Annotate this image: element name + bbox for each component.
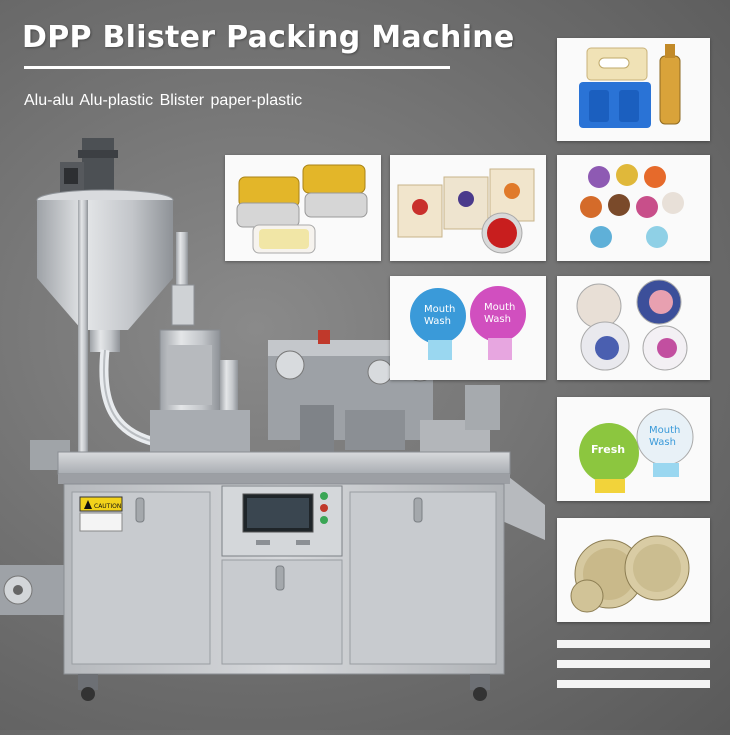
mouthwash-lid-cups-sample: Mouth Wash Fresh bbox=[557, 397, 710, 501]
caution-label: CAUTION bbox=[94, 503, 121, 510]
mouthwash-cups-sample: Mouth Wash Mouth Wash bbox=[390, 276, 546, 380]
decorative-stripe bbox=[557, 680, 710, 688]
golden-foil-cups-sample bbox=[557, 518, 710, 622]
ampoule-blister-sample bbox=[557, 38, 710, 141]
fresh-lid-label: Fresh bbox=[591, 443, 625, 456]
decorative-stripe bbox=[557, 660, 710, 668]
mouthwash-blue-line1: Mouth bbox=[424, 304, 455, 315]
mouthwash-pink-line1: Mouth bbox=[484, 302, 515, 313]
mouthwash-green-line1: Mouth bbox=[649, 425, 680, 436]
page-title: DPP Blister Packing Machine bbox=[22, 20, 515, 55]
decorative-stripe bbox=[557, 640, 710, 648]
mouthwash-pink-line2: Wash bbox=[484, 314, 511, 325]
mouthwash-green-line2: Wash bbox=[649, 437, 676, 448]
title-underline bbox=[24, 66, 450, 69]
packaging-types-subtitle: Alu-alu Alu-plastic Blister paper-plasti… bbox=[24, 92, 303, 109]
yogurt-cups-sample bbox=[557, 276, 710, 380]
blister-packing-machine-image: CAUTION bbox=[0, 130, 545, 730]
jam-cup-sample bbox=[390, 155, 546, 261]
butter-cup-sample bbox=[225, 155, 381, 261]
mouthwash-blue-line2: Wash bbox=[424, 316, 451, 327]
colored-capsule-cups-sample bbox=[557, 155, 710, 261]
